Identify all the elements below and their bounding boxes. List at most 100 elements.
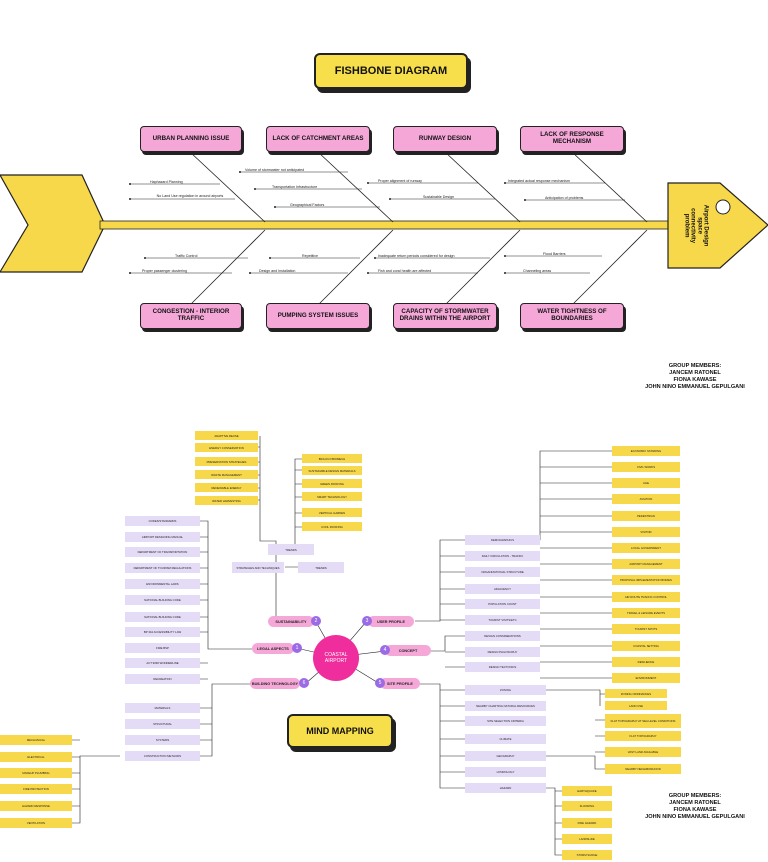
node-item: DEPARTMENT OF TRANSPORTATION bbox=[125, 547, 200, 557]
problem-statement: Airport Design space connectivity proble… bbox=[683, 205, 709, 247]
cause-label: No Land Use regulation in around airport… bbox=[156, 194, 224, 198]
node-item: WATER HARVESTING bbox=[195, 496, 258, 505]
node-item: FLOODING bbox=[562, 801, 612, 811]
node-item: MECHANICAL bbox=[0, 735, 72, 745]
category-response-mechanism: LACK OF RESPONSE MECHANISM bbox=[520, 126, 624, 152]
branch-legal-aspects: LEGAL ASPECTS bbox=[252, 643, 294, 654]
node-item: SYSTEMS bbox=[125, 735, 200, 745]
mindmap-center-node: COASTAL AIRPORT bbox=[313, 635, 359, 681]
cause-label: Channeling areas bbox=[523, 269, 552, 273]
node-item: AVIATION bbox=[612, 494, 680, 504]
member-name: FIONA KAWASE bbox=[673, 376, 717, 383]
node-item: STORM SURGE bbox=[562, 850, 612, 860]
node-item: SUSTAINABLE DESIGN MATERIALS bbox=[302, 466, 362, 475]
cause-label: Geographical Factors bbox=[290, 203, 325, 207]
node-item: RESILIENCE bbox=[612, 657, 680, 667]
branch-concept: CONCEPT bbox=[385, 645, 431, 656]
node-item: ZONING ORDINANCES bbox=[605, 689, 667, 698]
node-item: PEDESTRIAN bbox=[612, 511, 680, 521]
node-item: AGE bbox=[612, 478, 680, 488]
node-item: AIRPORT MANAGEMENT bbox=[612, 559, 680, 569]
cause-label: Transportation Infrastructure bbox=[272, 185, 318, 189]
category-stormwater-capacity: CAPACITY OF STORMWATER DRAINS WITHIN THE… bbox=[393, 303, 497, 329]
node-item: SITE SELECTION CRITERIA bbox=[465, 716, 546, 726]
node-item: AIR ROUTE TRAFFIC CONTROL bbox=[612, 592, 680, 602]
node-item: FLAT TOPOGRAPHY AT SEA LEVEL CONDITIONS bbox=[605, 714, 681, 728]
mindmap-title: MIND MAPPING bbox=[287, 714, 393, 748]
node-item: VAST LAND AVAILABLE bbox=[605, 747, 681, 757]
cause-label: Fish and coral health are affected bbox=[378, 269, 432, 273]
node-item: WASTE MANAGEMENT bbox=[195, 470, 258, 479]
cause-label: Flood Barriers bbox=[543, 252, 566, 256]
node-item: DAILY CIRCULATION - TRAFFIC bbox=[465, 551, 540, 561]
cause-label: Proper alignment of runway bbox=[378, 179, 422, 183]
cause-label: Integrated actual response mechanism bbox=[508, 179, 570, 183]
node-item: DESIGN PHILOSOPHY bbox=[465, 647, 540, 657]
cause-label: Sustainable Design bbox=[423, 195, 454, 199]
node-item: ADAPTIVE REUSE bbox=[195, 431, 258, 440]
node-item: TOURIST SPOTS bbox=[612, 624, 680, 634]
members-heading: GROUP MEMBERS: bbox=[668, 363, 722, 369]
cause-label: Traffic Control bbox=[175, 254, 198, 258]
node-item: COASTAL SETTING bbox=[612, 641, 680, 651]
node-item: CIVIL WORKS bbox=[612, 462, 680, 472]
group-members-fishbone: GROUP MEMBERS: JANCEM RATONEL FIONA KAWA… bbox=[622, 363, 768, 391]
cause-label: Haphazard Planning bbox=[150, 180, 183, 184]
node-item: ELECTRICAL bbox=[0, 752, 72, 762]
node-item: PROPOSAL IMPLEMENTATION BODIES bbox=[612, 575, 680, 585]
cause-label: Design and Installation bbox=[259, 269, 296, 273]
branch-number: 4 bbox=[380, 645, 390, 655]
node-item: PRESERVATION STRATEGIES bbox=[195, 457, 258, 466]
node-item: ENVIRONMENTAL LAWS bbox=[125, 579, 200, 589]
node-item: RECREATION bbox=[125, 674, 200, 684]
branch-number: 3 bbox=[362, 616, 372, 626]
cause-label: Inadequate return periods considered for… bbox=[378, 254, 455, 258]
branch-number: 1 bbox=[292, 643, 302, 653]
members-heading: GROUP MEMBERS: bbox=[668, 793, 722, 799]
node-item: FIRE HAZARD bbox=[562, 818, 612, 828]
node-item: BP 344 ACCESSIBILITY LAW bbox=[125, 627, 200, 637]
node-item: CONSTRUCTION METHODS bbox=[125, 751, 200, 761]
branch-user-profile: USER PROFILE bbox=[368, 616, 414, 627]
group-members-mindmap: GROUP MEMBERS: JANCEM RATONEL FIONA KAWA… bbox=[622, 793, 768, 821]
node-item: NATIONAL BUILDING CODE bbox=[125, 595, 200, 605]
node-item: VISITOR bbox=[612, 527, 680, 537]
node-item: DESIGN TECTONICS bbox=[465, 662, 540, 672]
node-item: CLIMATE bbox=[465, 734, 546, 744]
node-item: HAZARD RESPONSE bbox=[0, 801, 72, 811]
node-item: MAKEUP PLUMBING bbox=[0, 768, 72, 778]
branch-number: 2 bbox=[311, 616, 321, 626]
category-urban-planning: URBAN PLANNING ISSUE bbox=[140, 126, 242, 152]
node-item: ECONOMIC STANDING bbox=[612, 446, 680, 456]
member-name: JANCEM RATONEL bbox=[669, 799, 721, 806]
category-water-tightness: WATER TIGHTNESS OF BOUNDARIES bbox=[520, 303, 624, 329]
node-item: TRENDS bbox=[298, 562, 344, 573]
node-item: AIRPORT DESIGNING MANUAL bbox=[125, 532, 200, 542]
node-item: DEMOGRAPHICS bbox=[465, 535, 540, 545]
node-item: HYDROLOGY bbox=[465, 767, 546, 777]
node-item: NEARBY NEIGHBORHOOD bbox=[605, 764, 681, 774]
category-pumping-system: PUMPING SYSTEM ISSUES bbox=[266, 303, 370, 329]
node-item: DEPARTMENT OF TOURISM REGULATIONS bbox=[125, 563, 200, 573]
node-item: LOCAL GOVERNMENT bbox=[612, 543, 680, 553]
node-item: ACT 9066 WONDERLINE bbox=[125, 658, 200, 668]
node-item: GREEN ROOFING bbox=[302, 479, 362, 488]
node-item: LAND USE bbox=[605, 701, 667, 710]
node-item: SMART TECHNOLOGY bbox=[302, 492, 362, 501]
node-item: ADJACENCY bbox=[465, 584, 540, 594]
node-item: ORGANIZATIONAL STRUCTURE bbox=[465, 567, 540, 577]
cause-label: Volume of stormwater not anticipated bbox=[245, 168, 305, 172]
cause-label: Proper passenger clustering bbox=[142, 269, 187, 273]
node-item: TRAVEL & LEISURE EVENTS bbox=[612, 608, 680, 618]
node-item: ENERGY CONSERVATION bbox=[195, 443, 258, 452]
node-item: FIRE BSP bbox=[125, 643, 200, 653]
node-item: LANDSLIDE bbox=[562, 834, 612, 844]
category-congestion: CONGESTION - INTERIOR TRAFFIC bbox=[140, 303, 242, 329]
node-item: VENTILATION bbox=[0, 818, 72, 828]
node-item: STRUCTURAL bbox=[125, 719, 200, 729]
category-catchment-areas: LACK OF CATCHMENT AREAS bbox=[266, 126, 370, 152]
node-item: FLAT TOPOGRAPHY bbox=[605, 731, 681, 741]
fishbone-title: FISHBONE DIAGRAM bbox=[314, 53, 468, 89]
node-item: NATIONAL BUILDING CODE bbox=[125, 612, 200, 622]
